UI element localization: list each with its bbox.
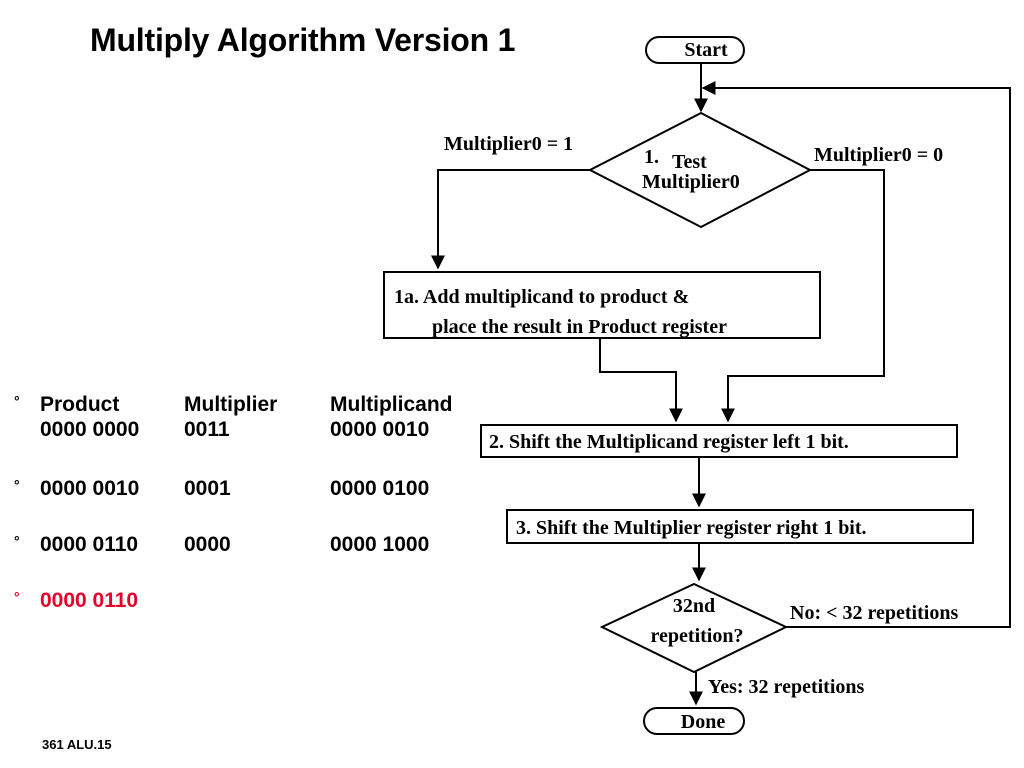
step-1a-line2: place the result in Product register: [432, 316, 727, 338]
test-multiplier-decision: [587, 111, 813, 229]
branch-multiplier0-eq-0: Multiplier0 = 0: [814, 144, 943, 166]
branch-multiplier0-eq-1: Multiplier0 = 1: [444, 133, 573, 155]
test-label-line2: Multiplier0: [642, 171, 740, 193]
step-3-box: [506, 509, 974, 544]
arrow-1a-to-step-2: [599, 338, 683, 423]
bullet-icon: °: [14, 589, 20, 605]
header-multiplicand: Multiplicand: [330, 393, 453, 416]
no-branch-label: No: < 32 repetitions: [790, 602, 958, 624]
cell-multiplier: 0001: [184, 477, 231, 500]
test-step-number: 1.: [644, 146, 659, 168]
start-terminal: [645, 36, 745, 64]
check-label-line2: repetition?: [651, 625, 744, 647]
cell-multiplier: 0000: [184, 533, 231, 556]
cell-product-final: 0000 0110: [40, 589, 139, 612]
test-label-line1: Test: [672, 151, 707, 173]
cell-multiplicand: 0000 0010: [330, 418, 430, 441]
arrow-to-step-1a: [431, 169, 590, 270]
step-3-label: 3. Shift the Multiplier register right 1…: [516, 517, 867, 539]
slide-footer: 361 ALU.15: [42, 737, 112, 752]
done-label: Done: [681, 711, 726, 733]
step-1a-line1: 1a. Add multiplicand to product &: [394, 286, 689, 308]
bullet-icon: °: [14, 533, 20, 549]
loop-back-arrow: [701, 81, 1011, 628]
bullet-icon: °: [14, 393, 20, 409]
slide-title: Multiply Algorithm Version 1: [90, 22, 516, 58]
cell-multiplier: 0011: [184, 418, 230, 441]
cell-product: 0000 0010: [40, 477, 140, 500]
header-multiplier: Multiplier: [184, 393, 278, 416]
start-label: Start: [684, 39, 728, 61]
yes-branch-label: Yes: 32 repetitions: [708, 676, 864, 698]
cell-multiplicand: 0000 1000: [330, 533, 430, 556]
step-2-label: 2. Shift the Multiplicand register left …: [489, 431, 849, 453]
repetition-check-decision: [599, 582, 789, 674]
step-2-box: [480, 424, 958, 458]
cell-multiplicand: 0000 0100: [330, 477, 430, 500]
cell-product: 0000 0110: [40, 533, 139, 556]
check-label-line1: 32nd: [673, 595, 715, 617]
cell-product: 0000 0000: [40, 418, 140, 441]
arrow-zero-branch-to-step-2: [721, 169, 885, 423]
bullet-icon: °: [14, 477, 20, 493]
header-product: Product: [40, 393, 120, 416]
step-1a-box: [383, 271, 821, 339]
done-terminal: [643, 707, 745, 735]
